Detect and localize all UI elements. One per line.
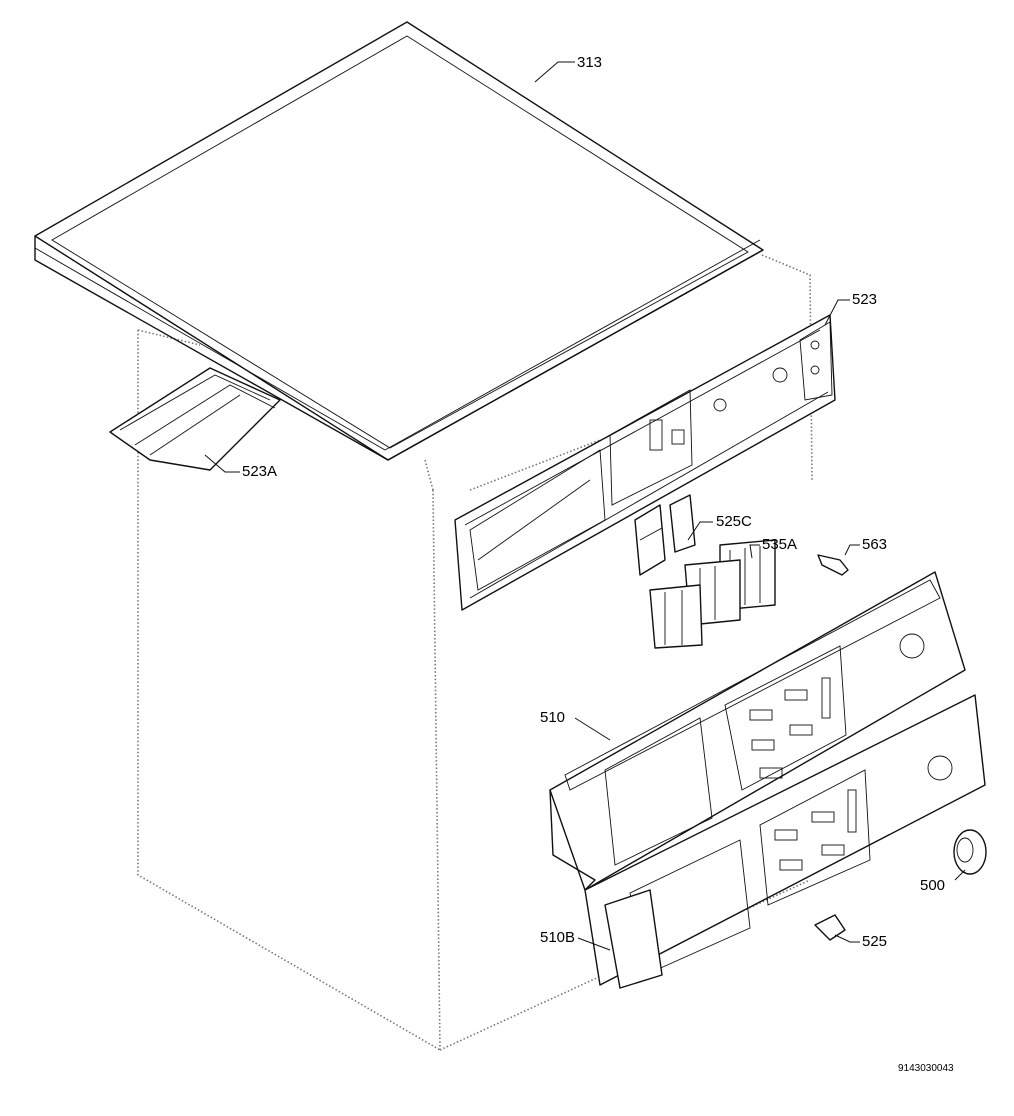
clip-525c: [634, 494, 696, 576]
part-label-510: 510: [540, 709, 566, 726]
part-label-523a: 523A: [242, 463, 278, 480]
part-label-500: 500: [920, 877, 946, 894]
connectors-535a: [649, 539, 776, 649]
part-label-510b: 510B: [540, 929, 576, 946]
control-frame: [454, 314, 836, 611]
part-label-535a: 535A: [762, 536, 798, 553]
pin-563: [817, 554, 849, 576]
top-lid: [34, 21, 764, 461]
part-label-563: 563: [862, 536, 888, 553]
cabinet-body: [137, 254, 813, 1051]
part-label-525: 525: [862, 933, 888, 950]
left-rail: [109, 367, 281, 471]
drawing-number: 9143030043: [898, 1063, 954, 1074]
pin-525: [814, 914, 846, 941]
part-label-523: 523: [852, 291, 878, 308]
lower-panel: [584, 694, 986, 989]
control-panel: [549, 571, 966, 891]
knob: [953, 829, 987, 875]
part-label-525c: 525C: [716, 513, 752, 530]
part-label-313: 313: [577, 54, 603, 71]
leader-lines: [204, 61, 966, 951]
